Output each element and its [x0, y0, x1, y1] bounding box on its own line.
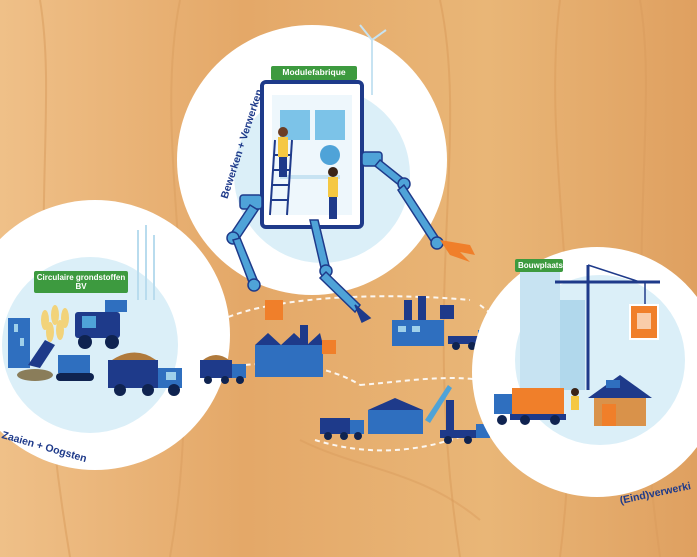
truck-lower — [320, 418, 364, 440]
excavator-machine — [17, 340, 94, 381]
truck-mid — [200, 355, 246, 384]
gripper-claw — [440, 240, 475, 262]
tower-crane — [555, 264, 660, 390]
station-module-factory — [177, 24, 475, 324]
factory-hall-scene — [392, 296, 492, 350]
truck-right — [494, 388, 566, 425]
station-circular-resources — [0, 200, 230, 470]
label-building-site: Bouwplaats — [515, 259, 563, 273]
truck-left — [108, 352, 182, 396]
label-circular-resources: Circulaire grondstoffen BV — [34, 271, 128, 294]
robotic-arm-right — [361, 151, 444, 250]
robotic-arm-left — [226, 194, 263, 292]
wind-turbine — [359, 24, 387, 95]
log-truck — [440, 424, 490, 444]
robotic-arm-center — [309, 219, 372, 324]
wheat-stalks — [41, 305, 69, 342]
building-frame — [520, 270, 560, 390]
station-building-site — [472, 247, 697, 497]
harvester-machine — [75, 300, 127, 349]
sawmill-scene — [200, 325, 336, 384]
site-worker — [571, 388, 579, 396]
module-block — [265, 300, 283, 320]
timber-plant-scene — [320, 385, 490, 444]
house-module — [588, 375, 652, 426]
worker-figures — [278, 127, 338, 219]
crop-field-illustration — [137, 225, 155, 300]
silo-building — [8, 318, 30, 368]
label-module-factory: Modulefabrique — [271, 66, 357, 80]
